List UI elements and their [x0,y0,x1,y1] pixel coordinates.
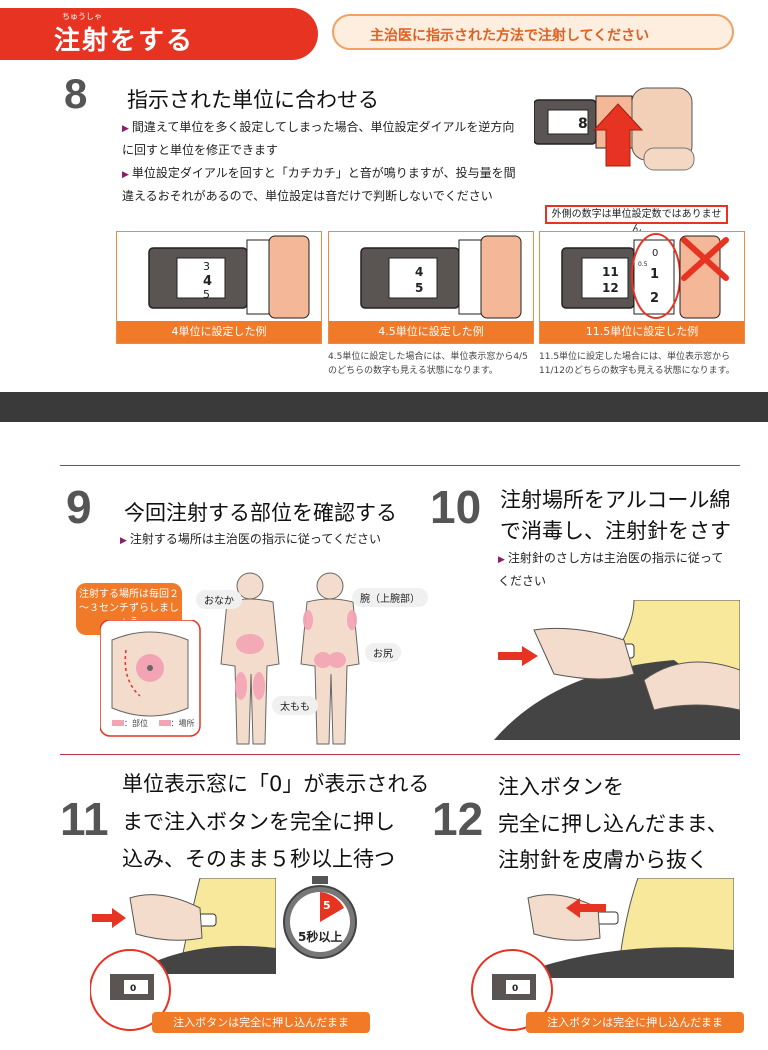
dial-digit: 12 [602,281,619,295]
header-banner: 主治医に指示された方法で注射してください [332,14,734,50]
section-rule [60,465,740,466]
step-title-12-line2: 完全に押し込んだまま、 [498,812,728,836]
arrow-right-icon [92,908,126,928]
dial-digit: 11 [602,265,619,279]
svg-text:8: 8 [578,116,588,132]
pen-dial-turn-illustration: 8 [534,87,695,171]
triangle-bullet-icon: ▶ [120,536,127,546]
header-title-ruby: ちゅうしゃ [62,12,102,21]
step9-bullet: ▶注射する場所は主治医の指示に従ってください [120,532,381,546]
label-thigh: 太もも [272,696,318,715]
needle-insertion-illustration [494,600,740,740]
step-title-12-line1: 注入ボタンを [498,775,624,799]
outer-digit-small: 0.5 [638,261,648,268]
triangle-bullet-icon: ▶ [498,555,505,565]
rotation-tip-bubble: 注射する場所は毎回２～３センチずらしましょう [76,583,182,635]
dial-window-4-illustration: 3 4 5 [148,235,310,319]
note-11-5: 11.5単位に設定した場合には、単位表示窓から11/12のどちらの数字も見える状… [539,352,735,376]
keep-pressed-banner-11: 注入ボタンは完全に押し込んだまま [152,1012,370,1033]
step-title-11-line3: 込み、そのまま５秒以上待つ [122,847,395,871]
step-title-11-line1: 単位表示窓に「0」が表示される [122,772,430,796]
withdraw-needle-illustration: 0 [471,878,734,1031]
outer-digit: 1 [650,267,659,282]
page-step-8: ちゅうしゃ 注射をする 主治医に指示された方法で注射してください 8 指示された… [0,0,768,392]
card-caption: 4単位に設定した例 [117,321,321,343]
step-title-10-line2: で消毒し、注射針をさす [500,519,731,543]
step-number-8: 8 [64,70,88,117]
header-title: 注射をする [54,26,195,56]
note-4-5: 4.5単位に設定した場合には、単位表示窓から4/5のどちらの数字も見える状態にな… [328,352,528,376]
header-title-tab: ちゅうしゃ 注射をする [0,8,318,60]
svg-text:0: 0 [130,984,136,994]
legend-swatch-part [112,720,124,726]
page-divider [0,392,768,422]
dial-example-card-4: 3 4 5 4単位に設定した例 [116,231,322,344]
card-caption: 4.5単位に設定した例 [329,321,533,343]
step-title-12-line3: 注射針を皮膚から抜く [498,848,708,872]
outer-number-warning: 外側の数字は単位設定数ではありません [545,205,728,235]
step10-bullet: ▶注射針のさし方は主治医の指示に従ってください [498,551,724,588]
dial-digit: 4 [203,274,212,289]
arrow-left-icon [566,898,606,918]
dial-example-card-4-5: 4 5 4.5単位に設定した例 [328,231,534,344]
dial-window-4-5-illustration: 4 5 [360,235,522,319]
section-rule [60,754,740,755]
step-title-8: 指示された単位に合わせる [127,88,379,112]
svg-text:0: 0 [512,984,518,994]
step-number-11: 11 [60,793,109,845]
dial-digit: 4 [415,265,423,279]
triangle-bullet-icon: ▶ [122,170,129,180]
triangle-bullet-icon: ▶ [122,124,129,134]
outer-digit: 2 [650,291,659,306]
body-injection-sites-illustration [220,572,360,745]
step8-bullet-1: ▶間違えて単位を多く設定してしまった場合、単位設定ダイアルを逆方向に回すと単位を… [122,120,515,157]
step-title-9: 今回注射する部位を確認する [124,501,397,525]
dial-example-card-11-5: 11 12 0 0.5 1 2 11.5単位に設定した例 [539,231,745,344]
keep-pressed-banner-12: 注入ボタンは完全に押し込んだまま [526,1012,744,1033]
timer-icon: 5 [283,876,357,959]
press-button-illustration-11: 0 [90,878,276,1031]
card-caption: 11.5単位に設定した例 [540,321,744,343]
step-title-10-line1: 注射場所をアルコール綿 [500,488,731,512]
timer-digit: 5 [323,899,331,912]
step-number-10: 10 [430,481,482,533]
timer-label: 5秒以上 [298,930,343,944]
abdomen-closeup-illustration [100,620,201,737]
label-belly: おなか [196,590,242,609]
dial-digit: 5 [415,281,423,295]
legend-swatch-place [158,720,171,726]
step-number-12: 12 [432,793,484,845]
dial-window-11-5-illustration: 11 12 0 0.5 1 2 [561,233,729,319]
step8-bullet-2: ▶単位設定ダイアルを回すと「カチカチ」と音が鳴りますが、投与量を間違えるおそれが… [122,166,516,203]
label-arm: 腕（上腕部） [352,588,428,607]
label-hip: お尻 [365,643,401,662]
cross-mark-icon [681,237,729,281]
dial-digit: 3 [203,260,210,273]
header-banner-text: 主治医に指示された方法で注射してください [370,28,650,44]
legend: ：部位 ：場所 [112,718,195,729]
outer-digit: 0 [652,248,658,259]
dial-digit: 5 [203,288,210,301]
arrow-right-icon [498,646,538,666]
step-title-11-line2: まで注入ボタンを完全に押し [122,810,395,834]
step-number-9: 9 [66,481,92,533]
